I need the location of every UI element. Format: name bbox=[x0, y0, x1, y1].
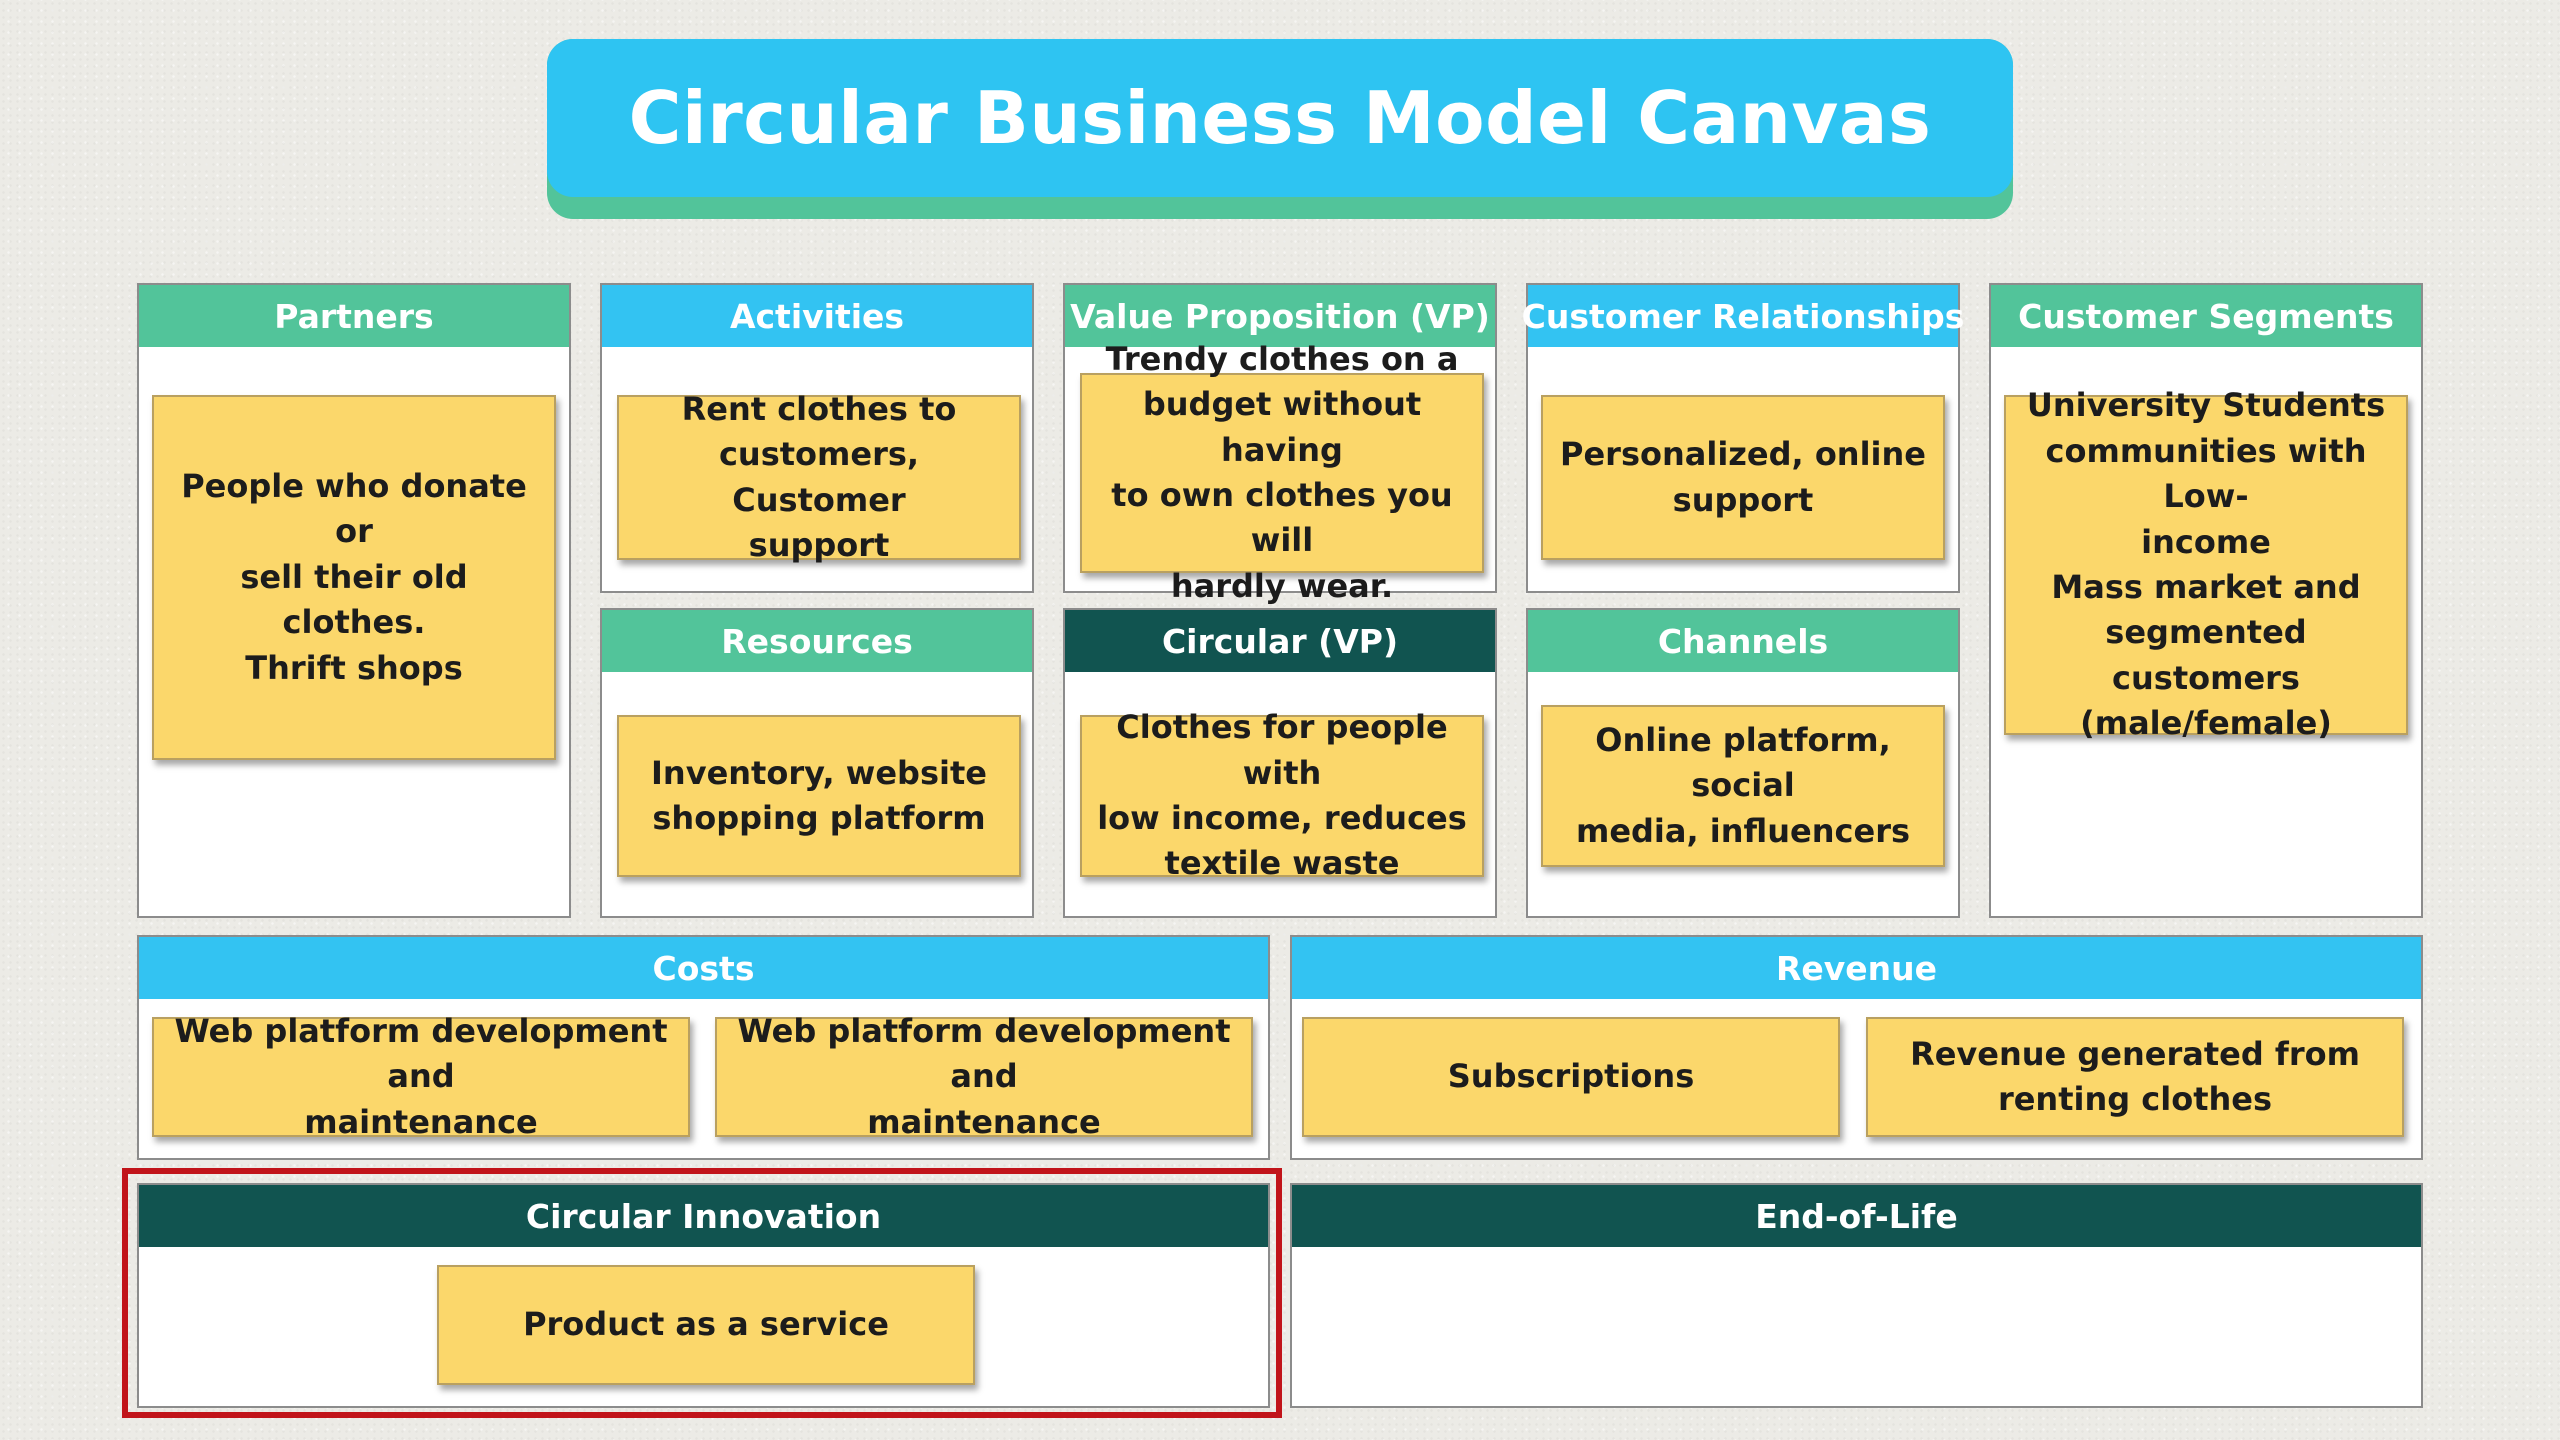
partners-header: Partners bbox=[139, 285, 569, 347]
activities-note-1: Rent clothes to customers, Customer supp… bbox=[617, 390, 1021, 564]
circular-innovation-header: Circular Innovation bbox=[139, 1185, 1268, 1247]
resources-panel: Resources Inventory, website shopping pl… bbox=[600, 608, 1034, 918]
title-banner-inner: Circular Business Model Canvas bbox=[547, 39, 2013, 197]
partners-note-1: People who donate or sell their old clot… bbox=[152, 395, 556, 760]
end-of-life-panel: End-of-Life bbox=[1290, 1183, 2423, 1408]
customer-relationships-panel: Customer Relationships Personalized, onl… bbox=[1522, 283, 1964, 593]
partners-panel: Partners People who donate or sell their… bbox=[137, 283, 571, 918]
costs-header: Costs bbox=[139, 937, 1268, 999]
revenue-header: Revenue bbox=[1292, 937, 2421, 999]
circular-innovation-note-1: Product as a service bbox=[437, 1265, 975, 1385]
value-proposition-panel: Value Proposition (VP) Trendy clothes on… bbox=[1063, 283, 1497, 605]
page-title: Circular Business Model Canvas bbox=[628, 76, 1932, 160]
value-proposition-note-1: Trendy clothes on a budget without havin… bbox=[1080, 340, 1484, 605]
costs-panel: Costs Web platform development and maint… bbox=[137, 935, 1270, 1160]
resources-note-1: Inventory, website shopping platform bbox=[617, 715, 1021, 877]
customer-segments-note-1: University Students communities with Low… bbox=[2004, 386, 2408, 742]
resources-header: Resources bbox=[602, 610, 1032, 672]
activities-header: Activities bbox=[602, 285, 1032, 347]
activities-panel: Activities Rent clothes to customers, Cu… bbox=[600, 283, 1034, 593]
costs-note-1: Web platform development and maintenance bbox=[152, 1012, 690, 1141]
circular-vp-panel: Circular (VP) Clothes for people with lo… bbox=[1063, 608, 1497, 918]
title-banner: Circular Business Model Canvas bbox=[547, 39, 2013, 219]
value-proposition-header: Value Proposition (VP) bbox=[1065, 285, 1495, 347]
costs-note-2: Web platform development and maintenance bbox=[715, 1012, 1253, 1141]
customer-relationships-note-1: Personalized, online support bbox=[1541, 395, 1945, 560]
customer-segments-panel: Customer Segments University Students co… bbox=[1989, 283, 2423, 918]
channels-panel: Channels Online platform, social media, … bbox=[1526, 608, 1960, 918]
revenue-note-1: Subscriptions bbox=[1302, 1017, 1840, 1137]
customer-relationships-header: Customer Relationships bbox=[1522, 285, 1964, 347]
revenue-note-2: Revenue generated from renting clothes bbox=[1866, 1017, 2404, 1137]
circular-innovation-highlight bbox=[122, 1168, 1282, 1418]
channels-header: Channels bbox=[1528, 610, 1958, 672]
circular-vp-header: Circular (VP) bbox=[1065, 610, 1495, 672]
circular-innovation-panel: Circular Innovation Product as a service bbox=[137, 1183, 1270, 1408]
revenue-panel: Revenue Subscriptions Revenue generated … bbox=[1290, 935, 2423, 1160]
customer-segments-header: Customer Segments bbox=[1991, 285, 2421, 347]
channels-note-1: Online platform, social media, influence… bbox=[1541, 705, 1945, 867]
circular-vp-note-1: Clothes for people with low income, redu… bbox=[1080, 708, 1484, 882]
end-of-life-header: End-of-Life bbox=[1292, 1185, 2421, 1247]
